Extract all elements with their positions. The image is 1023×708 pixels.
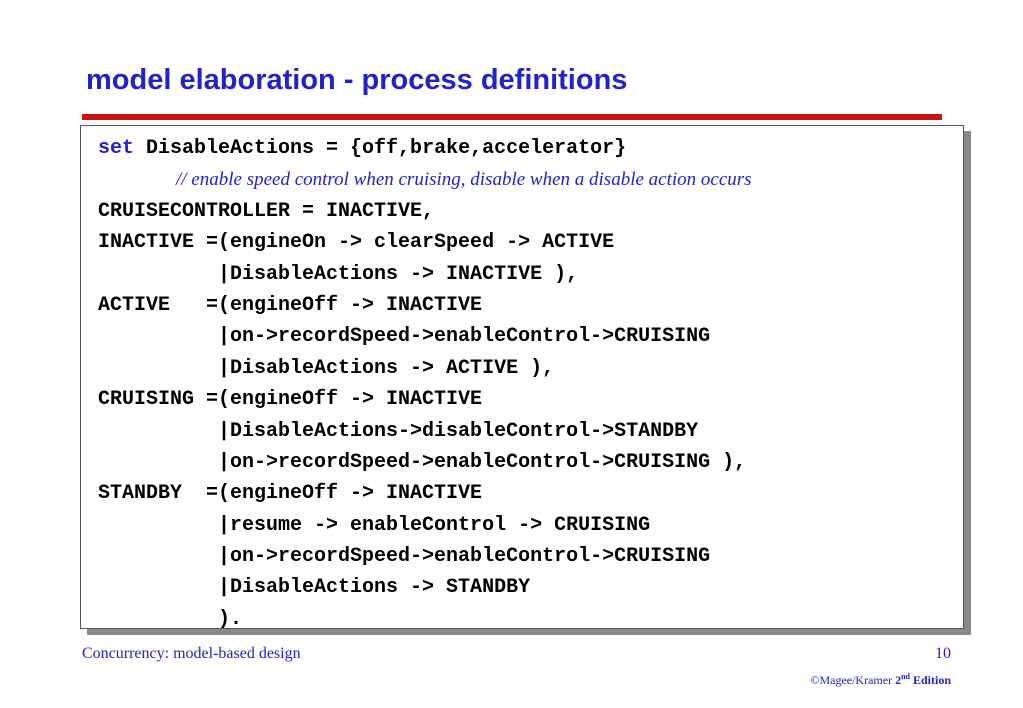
- code-line-set: set DisableActions = {off,brake,accelera…: [98, 133, 752, 164]
- code-line: |DisableActions -> STANDBY: [98, 576, 531, 600]
- page-number: 10: [935, 645, 951, 662]
- code-line: INACTIVE =(engineOn -> clearSpeed -> ACT…: [98, 231, 615, 255]
- code-line: CRUISECONTROLLER = INACTIVE,: [98, 199, 435, 223]
- code-listing: set DisableActions = {off,brake,accelera…: [98, 133, 752, 635]
- slide-title: model elaboration - process definitions: [86, 64, 628, 96]
- code-line: STANDBY =(engineOff -> INACTIVE: [98, 482, 483, 506]
- set-declaration: DisableActions = {off,brake,accelerator}: [134, 137, 627, 160]
- edition-number: 2: [895, 673, 902, 687]
- code-line: |resume -> enableControl -> CRUISING: [98, 513, 651, 537]
- code-line: ACTIVE =(engineOff -> INACTIVE: [98, 293, 483, 317]
- keyword-set: set: [98, 137, 135, 160]
- code-line: ).: [98, 607, 243, 631]
- footer-course-title: Concurrency: model-based design: [82, 645, 301, 662]
- code-line: CRUISING =(engineOff -> INACTIVE: [98, 388, 483, 412]
- edition-label: 2nd Edition: [895, 672, 951, 688]
- code-line: |on->recordSpeed->enableControl->CRUISIN…: [98, 325, 711, 349]
- code-line: |DisableActions -> ACTIVE ),: [98, 356, 555, 380]
- footer-copyright: ©Magee/Kramer 2nd Edition: [810, 673, 951, 688]
- edition-word: Edition: [909, 673, 951, 687]
- code-line: |on->recordSpeed->enableControl->CRUISIN…: [98, 450, 747, 474]
- code-box: set DisableActions = {off,brake,accelera…: [80, 125, 964, 631]
- title-divider: [82, 114, 942, 120]
- copyright-text: ©Magee/Kramer: [810, 673, 893, 687]
- edition-suffix: nd: [901, 672, 910, 681]
- code-line: |on->recordSpeed->enableControl->CRUISIN…: [98, 545, 711, 569]
- code-line: |DisableActions -> INACTIVE ),: [98, 262, 579, 286]
- code-line: |DisableActions->disableControl->STANDBY: [98, 419, 699, 443]
- code-comment: // enable speed control when cruising, d…: [176, 169, 752, 191]
